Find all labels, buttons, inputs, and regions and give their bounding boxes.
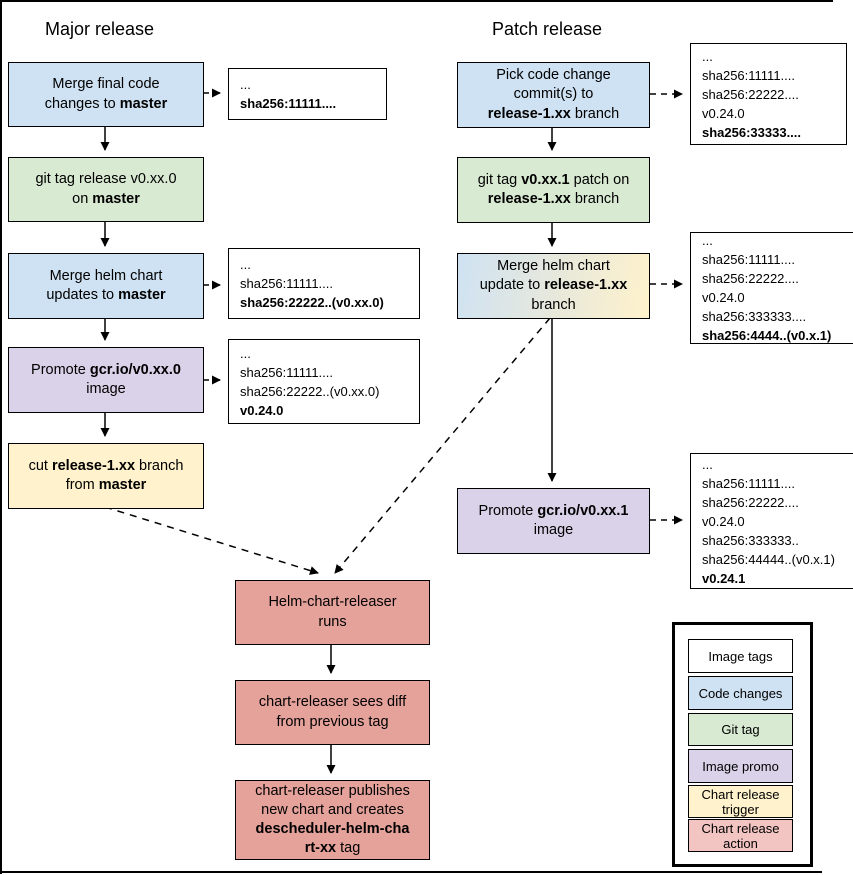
node-merge-helm-chart-release: Merge helm chart update to release-1.xx … — [457, 253, 650, 319]
node-cut-release-branch: cut release-1.xx branch from master — [8, 443, 204, 509]
tagbox-text: ... sha256:11111.... sha256:22222..(v0.x… — [240, 257, 384, 310]
node-label: Promote gcr.io/v0.xx.1 image — [478, 502, 629, 538]
tagbox-text: ... sha256:11111.... — [240, 77, 337, 111]
node-label: cut release-1.xx branch from master — [28, 457, 184, 493]
legend-item-chart-action: Chart release action — [688, 819, 793, 852]
legend-item-code-changes: Code changes — [688, 676, 793, 710]
major-release-title: Major release — [45, 19, 155, 39]
node-label: chart-releaser publishes new chart and c… — [255, 782, 410, 857]
node-chart-releaser-diff: chart-releaser sees diff from previous t… — [235, 680, 430, 745]
node-merge-final-code: Merge final code changes to master — [8, 62, 204, 127]
legend-box: Image tags Code changes Git tag Image pr… — [672, 622, 813, 867]
tagbox-text: ... sha256:11111.... sha256:22222.... v0… — [702, 233, 832, 343]
tagbox-patch-2: ... sha256:11111.... sha256:22222.... v0… — [690, 232, 853, 344]
legend-item-chart-trigger: Chart release trigger — [688, 785, 793, 818]
node-label: chart-releaser sees diff from previous t… — [258, 694, 407, 730]
node-label: Merge final code changes to master — [44, 76, 168, 112]
tagbox-major-3: ... sha256:11111.... sha256:22222..(v0.x… — [228, 339, 420, 424]
legend-item-git-tag: Git tag — [688, 713, 793, 746]
node-promote-image-patch: Promote gcr.io/v0.xx.1 image — [457, 488, 650, 554]
node-label: git tag v0.xx.1 patch on release-1.xx br… — [477, 171, 630, 207]
tagbox-patch-1: ... sha256:11111.... sha256:22222.... v0… — [690, 43, 847, 145]
tagbox-text: ... sha256:11111.... sha256:22222..(v0.x… — [240, 345, 380, 418]
node-label: Merge helm chart update to release-1.xx … — [479, 258, 628, 313]
node-pick-code-change: Pick code change commit(s) to release-1.… — [457, 62, 650, 128]
node-git-tag-patch: git tag v0.xx.1 patch on release-1.xx br… — [457, 157, 650, 223]
node-merge-helm-chart-master: Merge helm chart updates to master — [8, 253, 204, 319]
node-label: Pick code change commit(s) to release-1.… — [487, 67, 620, 122]
node-label: git tag release v0.xx.0 on master — [35, 171, 177, 207]
node-label: Promote gcr.io/v0.xx.0 image — [31, 361, 181, 397]
node-git-tag-major: git tag release v0.xx.0 on master — [8, 157, 204, 222]
node-label: Helm-chart-releaser runs — [268, 594, 397, 630]
tagbox-major-2: ... sha256:11111.... sha256:22222..(v0.x… — [228, 248, 420, 319]
dashed-arrow-cut-to-releaser — [104, 506, 319, 575]
node-helm-chart-releaser-runs: Helm-chart-releaser runs — [235, 580, 430, 645]
node-chart-releaser-publish: chart-releaser publishes new chart and c… — [235, 780, 430, 860]
tagbox-major-1: ... sha256:11111.... — [228, 68, 387, 120]
tagbox-patch-3: ... sha256:11111.... sha256:22222.... v0… — [690, 453, 853, 589]
tagbox-text: ... sha256:11111.... sha256:22222.... v0… — [702, 456, 835, 586]
node-label: Merge helm chart updates to master — [46, 267, 166, 303]
tagbox-text: ... sha256:11111.... sha256:22222.... v0… — [702, 48, 802, 140]
patch-release-title: Patch release — [492, 19, 603, 39]
legend-item-image-tags: Image tags — [688, 639, 793, 673]
node-promote-image-major: Promote gcr.io/v0.xx.0 image — [8, 347, 204, 413]
legend-item-image-promo: Image promo — [688, 749, 793, 783]
